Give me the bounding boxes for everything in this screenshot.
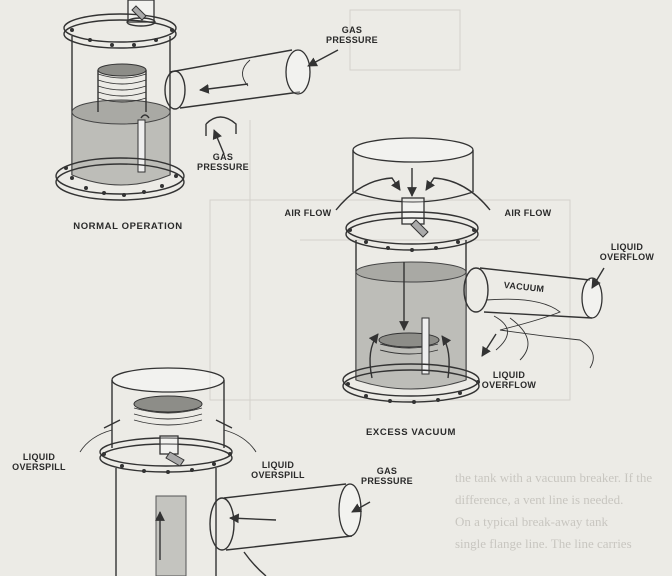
label-line: GAS <box>212 152 234 162</box>
gas-pressure-label-top: GAS PRESSURE <box>322 25 382 45</box>
liquid-overflow-label-top: LIQUID OVERFLOW <box>592 242 662 262</box>
label-line: LIQUID <box>610 242 644 252</box>
liquid-overspill-label-right: LIQUID OVERSPILL <box>240 460 316 480</box>
normal-operation-caption: NORMAL OPERATION <box>73 221 183 232</box>
liquid-overspill-label-left: LIQUID OVERSPILL <box>4 452 74 472</box>
bleed-through-text: single flange line. The line carries <box>455 536 632 551</box>
label-line: PRESSURE <box>326 35 378 45</box>
label-line: GAS <box>341 25 363 35</box>
overspill-vessel <box>79 367 371 576</box>
air-flow-label-left: AIR FLOW <box>284 208 332 218</box>
label-line: OVERFLOW <box>599 252 655 262</box>
liquid-overflow-label-bottom: LIQUID OVERFLOW <box>474 370 544 390</box>
air-flow-label-right: AIR FLOW <box>504 208 552 218</box>
label-line: OVERSPILL <box>12 462 66 472</box>
label-line: LIQUID <box>492 370 526 380</box>
gas-pressure-label-bottom: GAS PRESSURE <box>188 152 258 172</box>
bleed-through-text: the tank with a vacuum breaker. If the <box>455 470 653 485</box>
excess-vacuum-vessel <box>335 137 605 404</box>
label-line: OVERSPILL <box>251 470 305 480</box>
label-line: GAS <box>376 466 398 476</box>
gas-pressure-label-lower: GAS PRESSURE <box>352 466 422 486</box>
label-line: OVERFLOW <box>481 380 537 390</box>
label-line: LIQUID <box>22 452 56 462</box>
normal-operation-vessel <box>55 0 339 201</box>
label-line: PRESSURE <box>361 476 413 486</box>
excess-vacuum-caption: EXCESS VACUUM <box>366 427 456 438</box>
bleed-through-text: difference, a vent line is needed. <box>455 492 624 507</box>
label-line: LIQUID <box>261 460 295 470</box>
label-line: PRESSURE <box>197 162 249 172</box>
bleed-through-text: On a typical break-away tank <box>455 514 609 529</box>
